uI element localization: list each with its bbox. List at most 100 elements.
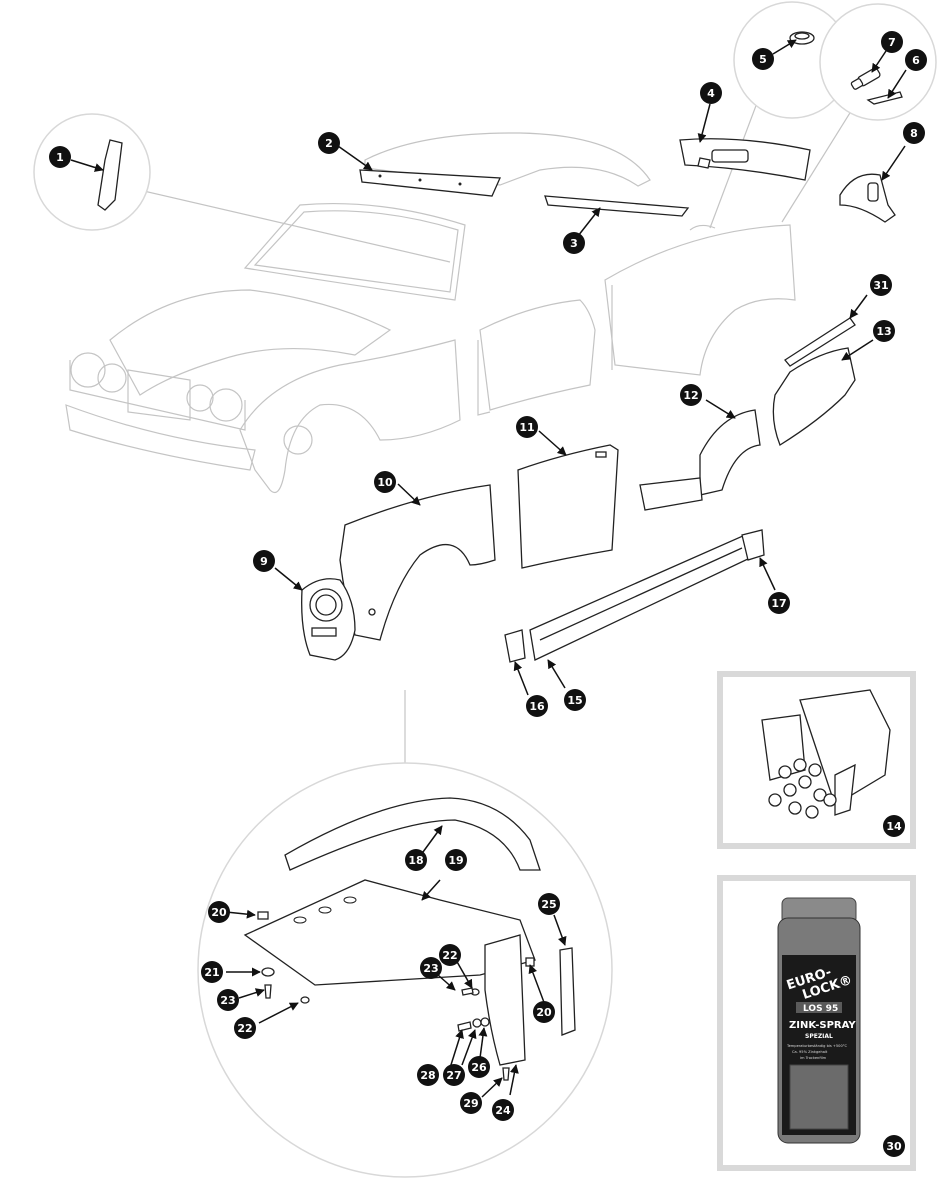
callout-26: 26 xyxy=(468,1056,490,1078)
a-pillar-trim xyxy=(97,139,123,211)
roof-front-rail xyxy=(359,169,501,197)
callout-circle xyxy=(318,132,340,154)
callout-5: 5 xyxy=(752,48,774,70)
callout-circle xyxy=(700,82,722,104)
callout-circle xyxy=(234,1017,256,1039)
can-product-code: LOS 95 xyxy=(803,1004,838,1014)
callout-number: 14 xyxy=(886,820,902,833)
callout-22: 22 xyxy=(439,944,461,966)
callout-circle xyxy=(883,815,905,837)
callout-15: 15 xyxy=(564,689,586,711)
callout-circle xyxy=(445,849,467,871)
callout-circle xyxy=(873,320,895,342)
callout-circle xyxy=(680,384,702,406)
nut xyxy=(480,1017,490,1027)
callout-number: 4 xyxy=(707,87,715,100)
callout-number: 15 xyxy=(567,694,582,707)
bolt xyxy=(457,1021,472,1032)
callout-18: 18 xyxy=(405,849,427,871)
callout-circle xyxy=(564,689,586,711)
callout-number: 3 xyxy=(570,237,578,250)
callout-circle xyxy=(563,232,585,254)
callout-circle xyxy=(516,416,538,438)
callout-circle xyxy=(468,1056,490,1078)
callout-number: 5 xyxy=(759,53,767,66)
callout-number: 6 xyxy=(912,54,920,67)
callout-number: 18 xyxy=(408,854,423,867)
callout-number: 11 xyxy=(519,421,534,434)
spire-clip xyxy=(257,911,269,920)
can-product-name: ZINK-SPRAY xyxy=(789,1020,856,1031)
callout-21: 21 xyxy=(201,961,223,983)
callout-27: 27 xyxy=(443,1064,465,1086)
callout-29: 29 xyxy=(460,1092,482,1114)
callout-number: 28 xyxy=(420,1069,435,1082)
sill-rear-end-cap xyxy=(741,529,765,561)
washer xyxy=(261,967,275,977)
callout-number: 12 xyxy=(683,389,698,402)
callout-circle xyxy=(870,274,892,296)
callout-number: 29 xyxy=(463,1097,478,1110)
callout-number: 2 xyxy=(325,137,333,150)
callout-circle xyxy=(883,1135,905,1157)
callout-circle xyxy=(903,122,925,144)
callout-circle xyxy=(417,1064,439,1086)
callout-1: 1 xyxy=(49,146,71,168)
callout-23: 23 xyxy=(217,989,239,1011)
callout-number: 23 xyxy=(423,962,438,975)
can-fine-print-1: Temperaturbeständig bis +500°C xyxy=(786,1044,848,1048)
inner-wing-panel xyxy=(243,879,536,986)
callout-6: 6 xyxy=(905,49,927,71)
callout-number: 21 xyxy=(204,966,219,979)
callout-2: 2 xyxy=(318,132,340,154)
callout-12: 12 xyxy=(680,384,702,406)
wheel-arch-flange xyxy=(284,797,541,871)
callout-circle xyxy=(208,901,230,923)
callout-circle xyxy=(443,1064,465,1086)
wheel-arch-repair xyxy=(639,409,761,511)
callout-number: 7 xyxy=(888,36,896,49)
callout-number: 31 xyxy=(873,279,888,292)
callout-circle xyxy=(217,989,239,1011)
callout-17: 17 xyxy=(768,592,790,614)
callout-number: 25 xyxy=(541,898,556,911)
callout-circle xyxy=(533,1001,555,1023)
roof-rear-rail xyxy=(544,195,690,217)
callout-10: 10 xyxy=(374,471,396,493)
callout-circle xyxy=(253,550,275,572)
callout-20: 20 xyxy=(208,901,230,923)
support-bracket xyxy=(484,934,526,1066)
callout-25: 25 xyxy=(538,893,560,915)
callout-number: 26 xyxy=(471,1061,487,1074)
callout-number: 20 xyxy=(211,906,227,919)
callout-circle xyxy=(49,146,71,168)
headlamp-bowl xyxy=(301,578,356,661)
callout-14: 14 xyxy=(883,815,905,837)
callout-30: 30 xyxy=(883,1135,905,1157)
callout-7: 7 xyxy=(881,31,903,53)
callout-circle xyxy=(768,592,790,614)
leader-lines xyxy=(70,39,907,1098)
rear-lower-strip xyxy=(784,317,856,367)
callout-number: 22 xyxy=(442,949,457,962)
callout-circle xyxy=(420,957,442,979)
sill-front-end-cap xyxy=(504,629,526,663)
callout-number: 22 xyxy=(237,1022,252,1035)
callout-circle xyxy=(526,695,548,717)
callout-circle xyxy=(881,31,903,53)
door-skin xyxy=(517,444,619,569)
screw-2 xyxy=(461,987,474,996)
callout-13: 13 xyxy=(873,320,895,342)
callout-19: 19 xyxy=(445,849,467,871)
callout-circle xyxy=(752,48,774,70)
callout-16: 16 xyxy=(526,695,548,717)
screw-3 xyxy=(502,1067,510,1081)
callout-number: 17 xyxy=(771,597,786,610)
callout-circle xyxy=(460,1092,482,1114)
inset-circle-1 xyxy=(33,113,151,231)
callout-number: 8 xyxy=(910,127,918,140)
callout-circle xyxy=(492,1099,514,1121)
can-fine-print-2: Ca. 95% Zinkgehalt xyxy=(792,1050,828,1054)
